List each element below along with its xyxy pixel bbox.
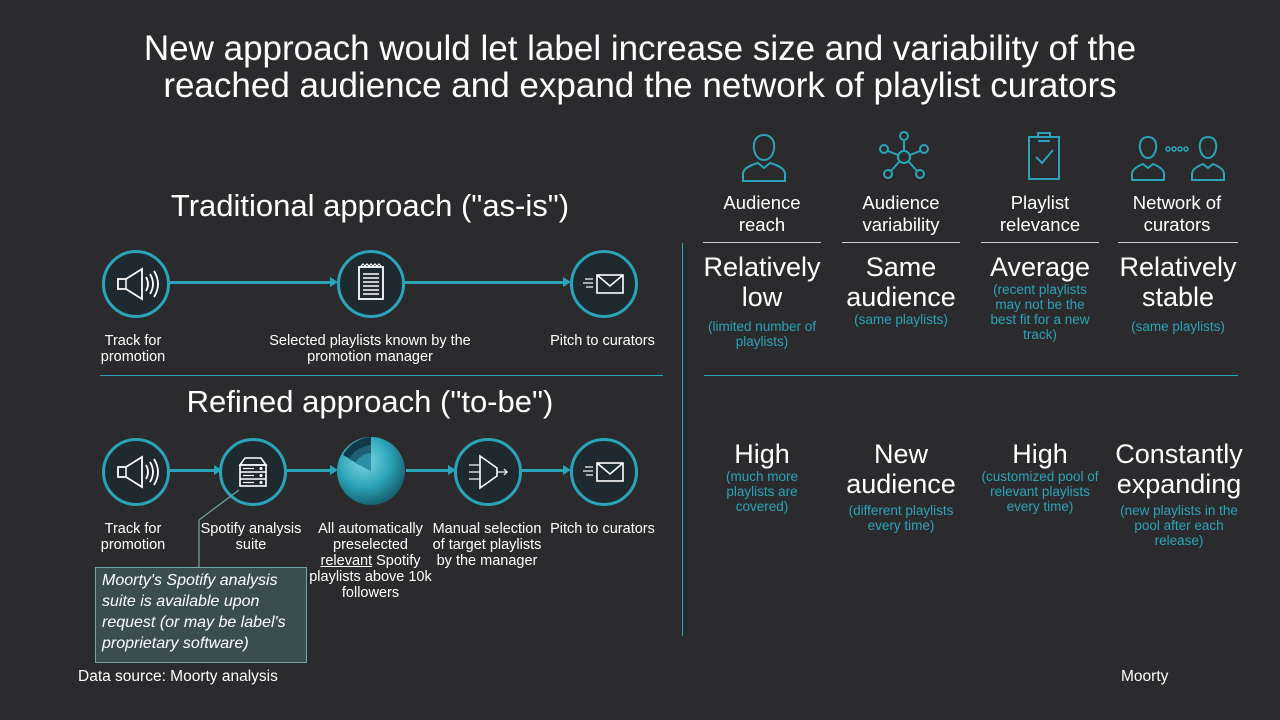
flow-connector: [521, 469, 563, 472]
megaphone-icon: [117, 455, 159, 489]
column-underline: [981, 242, 1099, 243]
traditional-step-track: [102, 250, 170, 318]
flow-connector: [170, 281, 330, 284]
person-icon: [742, 133, 786, 182]
envelope-icon: [583, 462, 624, 482]
brand-footer: Moorty: [1121, 668, 1169, 685]
cell-value: Relatively low: [703, 252, 821, 312]
vertical-divider: [682, 243, 683, 636]
flow-connector: [287, 469, 330, 472]
refined-step-analysis-suite: [219, 438, 287, 506]
arrow-head: [330, 277, 338, 287]
server-icon: [238, 457, 268, 487]
cell-detail: (much more playlists are covered): [725, 469, 798, 514]
refined-cell-network-curators: Constantly expanding (new playlists in t…: [1110, 439, 1248, 548]
traditional-cell-network-curators: Relatively stable (same playlists): [1113, 252, 1243, 334]
megaphone-icon: [117, 267, 159, 301]
traditional-step-pitch: [570, 250, 638, 318]
cell-value: Constantly expanding: [1115, 439, 1243, 499]
traditional-cell-playlist-relevance: Average (recent playlists may not be the…: [975, 252, 1105, 342]
column-header-playlist-relevance: Playlist relevance: [999, 192, 1081, 235]
title-line-1: New approach would let label increase si…: [143, 29, 1137, 68]
traditional-approach-title: Traditional approach ("as-is"): [170, 188, 570, 223]
cell-value: Relatively stable: [1119, 252, 1237, 312]
column-underline: [703, 242, 821, 243]
column-header-network-curators: Network of curators: [1132, 192, 1222, 235]
table-row-divider: [704, 375, 1238, 376]
arrow-head: [563, 277, 571, 287]
cell-detail: (limited number of playlists): [707, 319, 817, 349]
preselected-label-post: Spotify playlists above 10k followers: [309, 553, 432, 601]
cell-detail: (new playlists in the pool after each re…: [1120, 503, 1238, 548]
refined-step-track-label: Track for promotion: [100, 521, 166, 553]
funnel-icon: [469, 454, 508, 490]
sphere-icon: [337, 437, 405, 505]
refined-step-track: [102, 438, 170, 506]
traditional-cell-audience-reach: Relatively low (limited number of playli…: [697, 252, 827, 349]
cell-value: New audience: [846, 439, 956, 499]
column-header-audience-reach: Audience reach: [723, 192, 801, 235]
refined-step-preselected-label: All automatically preselected relevant S…: [308, 521, 433, 601]
flow-connector: [406, 469, 448, 472]
network-icon: [879, 131, 929, 179]
cell-detail: (same playlists): [1131, 319, 1225, 334]
slide-title: New approach would let label increase si…: [0, 30, 1280, 104]
envelope-icon: [583, 274, 624, 294]
traditional-step-track-label: Track for promotion: [100, 333, 166, 365]
refined-step-manual-selection: [454, 438, 522, 506]
section-divider: [100, 375, 663, 376]
column-header-audience-variability: Audience variability: [862, 192, 940, 235]
refined-step-preselected: [335, 435, 407, 507]
clipboard-check-icon: [1028, 132, 1060, 180]
arrow-head: [448, 465, 456, 475]
flow-connector: [170, 469, 215, 472]
refined-approach-title: Refined approach ("to-be"): [186, 384, 554, 419]
flow-connector: [405, 281, 563, 284]
traditional-step-pitch-label: Pitch to curators: [550, 333, 655, 349]
cell-value: High: [1012, 439, 1068, 469]
arrow-head: [563, 465, 571, 475]
column-underline: [842, 242, 960, 243]
cell-value: Same audience: [846, 252, 956, 312]
document-list-icon: [358, 263, 384, 300]
column-underline: [1118, 242, 1238, 243]
people-connected-icon: [1131, 135, 1225, 181]
traditional-cell-audience-variability: Same audience (same playlists): [836, 252, 966, 327]
refined-step-pitch-label: Pitch to curators: [550, 521, 655, 537]
refined-cell-audience-reach: High (much more playlists are covered): [697, 439, 827, 514]
cell-detail: (recent playlists may not be the best fi…: [990, 282, 1090, 342]
traditional-step-playlists-label: Selected playlists known by the promotio…: [269, 333, 471, 365]
analysis-suite-note: Moorty's Spotify analysis suite is avail…: [95, 567, 307, 663]
refined-step-analysis-label: Spotify analysis suite: [200, 521, 302, 553]
preselected-label-pre: All automatically preselected: [318, 521, 423, 553]
refined-cell-playlist-relevance: High (customized pool of relevant playli…: [975, 439, 1105, 514]
cell-detail: (different playlists every time): [848, 503, 954, 533]
preselected-label-underlined: relevant: [320, 553, 373, 569]
cell-detail: (customized pool of relevant playlists e…: [981, 469, 1099, 514]
arrow-head: [214, 465, 222, 475]
traditional-step-playlists: [337, 250, 405, 318]
data-source-footer: Data source: Moorty analysis: [78, 668, 278, 685]
refined-cell-audience-variability: New audience (different playlists every …: [836, 439, 966, 533]
cell-value: High: [734, 439, 790, 469]
arrow-head: [330, 465, 338, 475]
cell-detail: (same playlists): [854, 312, 948, 327]
refined-step-pitch: [570, 438, 638, 506]
callout-connector: [198, 489, 240, 568]
cell-value: Average: [989, 252, 1091, 282]
title-line-2: reached audience and expand the network …: [163, 66, 1117, 105]
refined-step-manual-label: Manual selection of target playlists by …: [432, 521, 542, 569]
